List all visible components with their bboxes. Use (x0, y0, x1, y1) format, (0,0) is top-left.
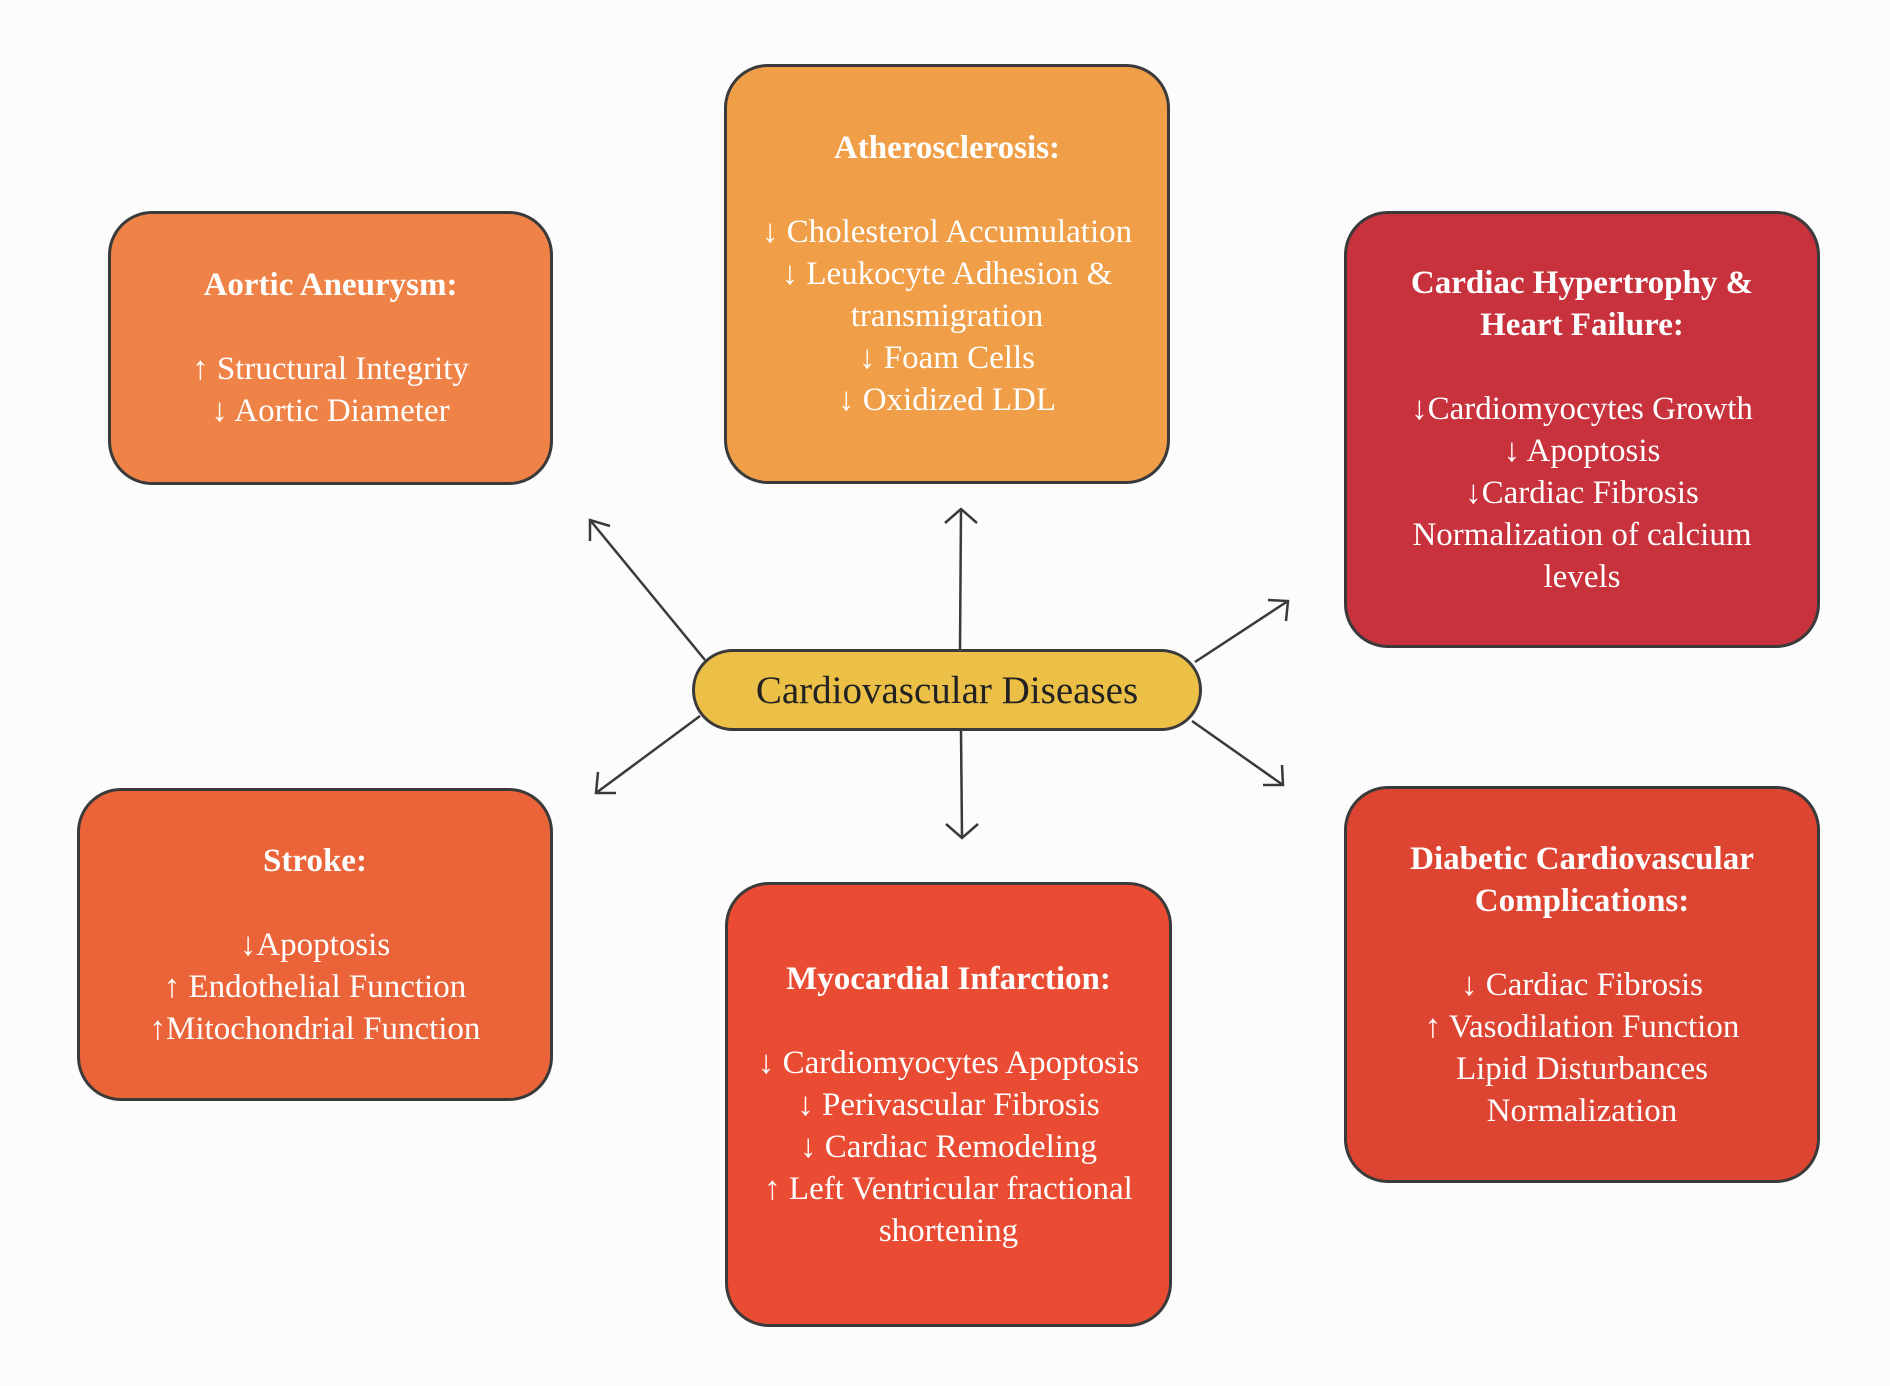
effect-item: ↓ Aortic Diameter (211, 393, 450, 429)
central-disease-node: Cardiovascular Diseases (692, 649, 1202, 731)
aortic-aneurysm-box: Aortic Aneurysm: ↑ Structural Integrity … (108, 211, 553, 485)
myocardial-infarction-effects: ↓ Cardiomyocytes Apoptosis ↓ Perivascula… (758, 1042, 1139, 1252)
stroke-box: Stroke: ↓Apoptosis ↑ Endothelial Functio… (77, 788, 553, 1101)
effect-item: ↑ Vasodilation Function (1424, 1008, 1740, 1045)
cardiac-hypertrophy-box: Cardiac Hypertrophy & Heart Failure: ↓Ca… (1344, 211, 1820, 648)
effect-item: ↑ Endothelial Function (163, 968, 467, 1005)
effect-item: ↓ Cardiac Fibrosis (1461, 966, 1703, 1003)
diabetic-complications-box: Diabetic Cardiovascular Complications: ↓… (1344, 786, 1820, 1183)
stroke-effects: ↓Apoptosis ↑ Endothelial Function ↑Mitoc… (150, 924, 481, 1050)
effect-item: ↓ Apoptosis (1503, 432, 1661, 469)
effect-item: ↓ Foam Cells (858, 340, 1035, 376)
effect-item: ↓ Cardiomyocytes Apoptosis (757, 1044, 1140, 1081)
arrow-to-myocardial-infarction (945, 730, 979, 840)
atherosclerosis-effects: ↓ Cholesterol Accumulation ↓ Leukocyte A… (762, 211, 1132, 421)
effect-item: ↓ Leukocyte Adhesion & transmigration (781, 256, 1113, 334)
effect-item: ↓Cardiomyocytes Growth (1411, 390, 1753, 427)
diabetic-complications-effects: ↓ Cardiac Fibrosis ↑ Vasodilation Functi… (1425, 964, 1740, 1132)
myocardial-infarction-title: Myocardial Infarction: (786, 960, 1111, 997)
effect-item: ↓Apoptosis (239, 926, 391, 963)
effect-item: ↓ Oxidized LDL (837, 382, 1057, 418)
atherosclerosis-title: Atherosclerosis: (833, 130, 1061, 166)
arrow-to-stroke (594, 714, 701, 795)
myocardial-infarction-box: Myocardial Infarction: ↓ Cardiomyocytes … (725, 882, 1172, 1327)
arrow-to-aortic-aneurysm (588, 518, 706, 661)
effect-item: ↑ Structural Integrity (192, 351, 469, 387)
arrow-to-diabetic-complications (1191, 719, 1285, 787)
aortic-aneurysm-effects: ↑ Structural Integrity ↓ Aortic Diameter (192, 348, 469, 432)
arrow-to-atherosclerosis (944, 507, 978, 650)
aortic-aneurysm-title: Aortic Aneurysm: (203, 267, 458, 303)
diabetic-complications-title: Diabetic Cardiovascular Complications: (1410, 840, 1754, 919)
effect-item: Normalization of calcium levels (1412, 516, 1752, 595)
cardiac-hypertrophy-title: Cardiac Hypertrophy & Heart Failure: (1410, 264, 1754, 343)
effect-item: ↑ Left Ventricular fractional shortening (764, 1170, 1133, 1249)
effect-item: ↓ Perivascular Fibrosis (797, 1086, 1100, 1123)
effect-item: Lipid Disturbances Normalization (1455, 1050, 1708, 1129)
effect-item: ↓ Cholesterol Accumulation (761, 214, 1133, 250)
effect-item: ↓Cardiac Fibrosis (1465, 474, 1699, 511)
stroke-title: Stroke: (263, 842, 367, 879)
cardiac-hypertrophy-effects: ↓Cardiomyocytes Growth ↓ Apoptosis ↓Card… (1411, 388, 1753, 598)
arrow-to-cardiac-hypertrophy (1194, 598, 1290, 664)
effect-item: ↓ Cardiac Remodeling (800, 1128, 1097, 1165)
atherosclerosis-box: Atherosclerosis: ↓ Cholesterol Accumulat… (724, 64, 1170, 484)
effect-item: ↑Mitochondrial Function (149, 1010, 481, 1047)
